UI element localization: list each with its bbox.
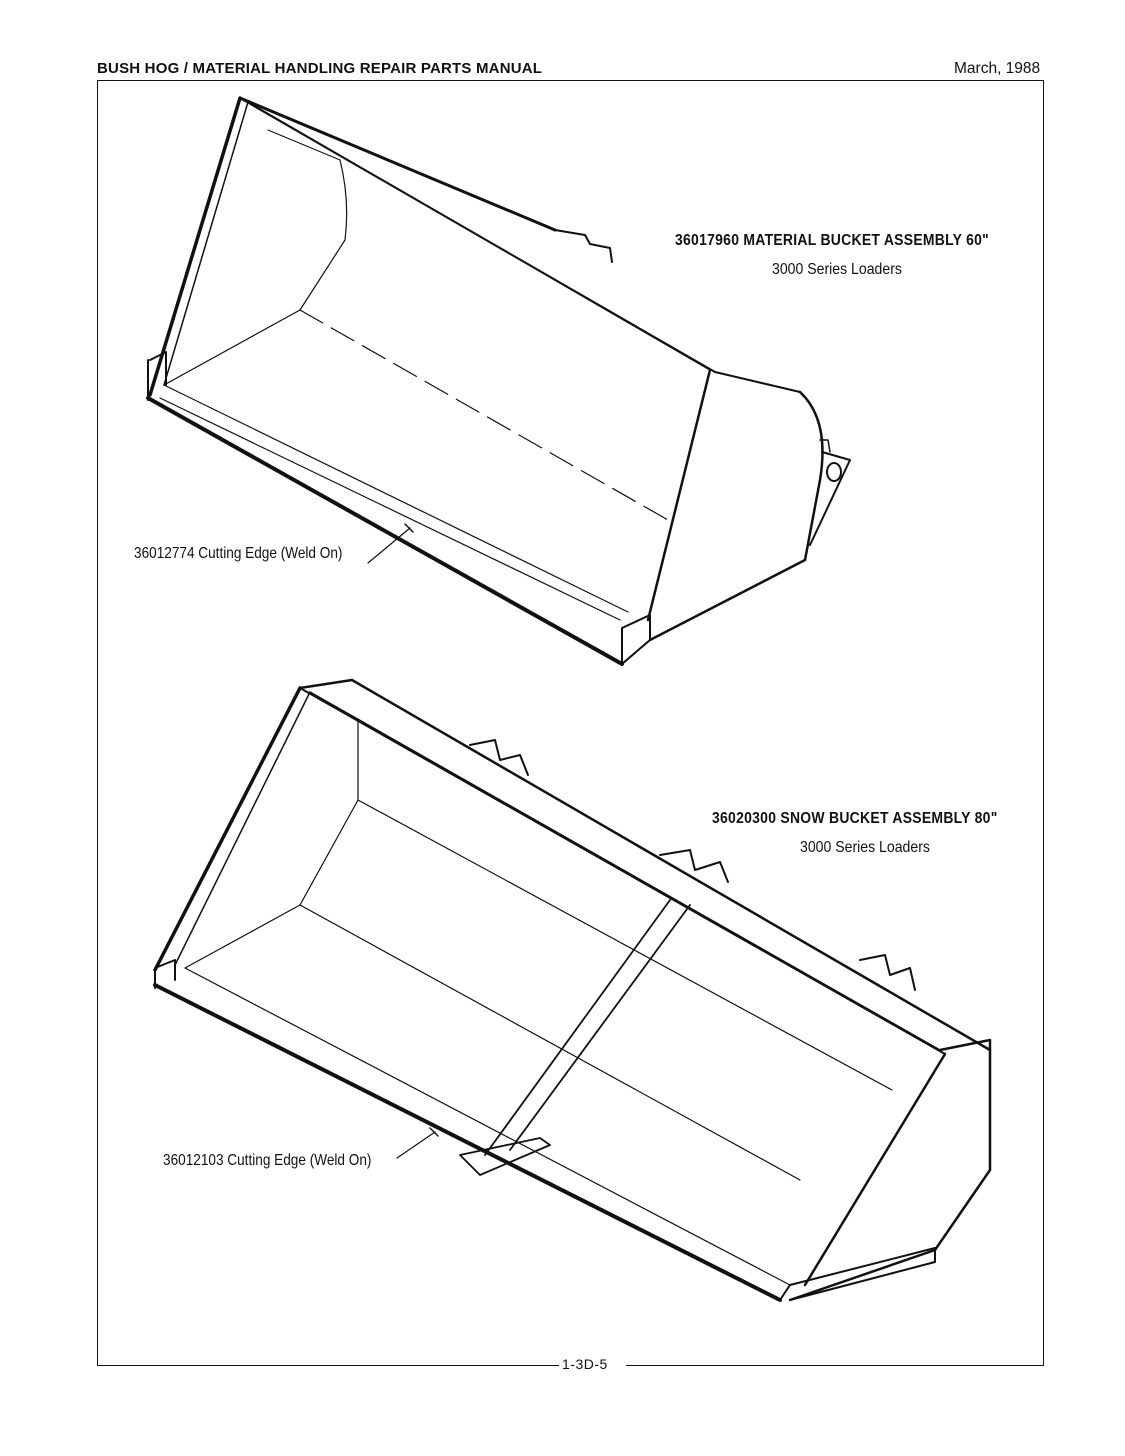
page-number: 1-3D-5 xyxy=(562,1356,608,1372)
figure-2-title: 36020300 SNOW BUCKET ASSEMBLY 80" xyxy=(712,810,998,827)
figure-1-subtitle: 3000 Series Loaders xyxy=(772,261,902,278)
footer-rule-left xyxy=(97,1365,559,1366)
footer-rule-right xyxy=(626,1365,1044,1366)
publication-date: March, 1988 xyxy=(954,60,1041,77)
manual-title: BUSH HOG / MATERIAL HANDLING REPAIR PART… xyxy=(97,60,543,77)
figure-2-callout: 36012103 Cutting Edge (Weld On) xyxy=(163,1152,372,1169)
material-bucket-illustration xyxy=(146,96,851,666)
snow-bucket-illustration xyxy=(153,678,992,1302)
figure-1-title: 36017960 MATERIAL BUCKET ASSEMBLY 60" xyxy=(675,232,990,249)
page-border xyxy=(97,80,1044,1366)
figure-1-callout: 36012774 Cutting Edge (Weld On) xyxy=(134,545,343,562)
figure-2-subtitle: 3000 Series Loaders xyxy=(800,839,930,856)
